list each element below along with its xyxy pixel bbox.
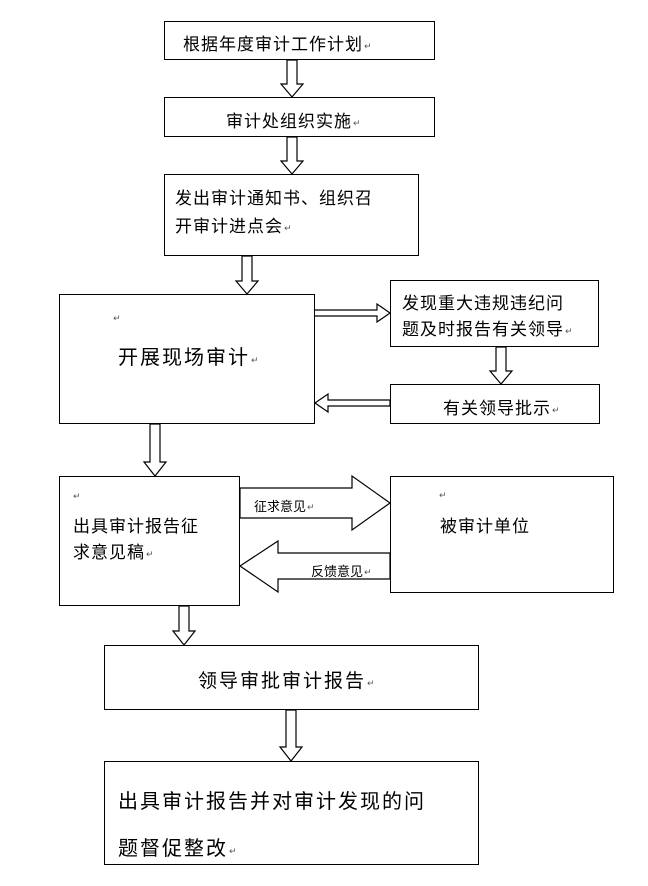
arrow-step2-to-step3 [279,136,305,175]
paragraph-mark: ↵ [73,492,81,502]
solicit-opinion-label: 征求意见↵ [254,500,315,515]
arrow-solicit-opinion [239,474,392,532]
step3-box [164,174,419,256]
arrow-feedback-opinion [238,539,391,594]
step2-box [164,97,435,137]
arrow-step4-to-report-issue [313,302,392,324]
step3-text-line1: 发出审计通知书、组织召 [175,189,373,209]
arrow-approval-to-final [278,709,304,762]
arrow-step4-to-draft [142,423,168,477]
step4-text: 开展现场审计↵ [118,345,259,369]
step2-text: 审计处组织实施↵ [226,112,361,132]
final-text-line2: 题督促整改↵ [118,836,237,860]
step1-box [164,21,435,60]
step1-text: 根据年度审计工作计划↵ [183,35,372,55]
report-issue-text-line1: 发现重大违规违纪问 [402,294,564,314]
report-issue-text-line2: 题及时报告有关领导↵ [402,320,573,340]
final-box [104,761,479,865]
arrow-instruction-to-step4 [313,392,391,414]
approval-box [104,645,479,710]
audited-unit-text: 被审计单位 [440,517,530,537]
draft-report-text-line2: 求意见稿↵ [73,543,154,563]
audited-unit-box [390,476,614,593]
report-issue-box [390,280,599,347]
arrow-step3-to-step4 [234,255,260,295]
arrow-report-issue-to-instruction [488,346,514,385]
draft-report-box [59,476,240,606]
draft-report-text-line1: 出具审计报告征 [73,517,199,537]
step3-text-line2: 开审计进点会↵ [175,217,292,237]
arrow-step1-to-step2 [279,59,305,98]
final-text-line1: 出具审计报告并对审计发现的问 [118,789,426,813]
feedback-opinion-label: 反馈意见↵ [311,565,372,580]
step4-box [59,294,315,424]
arrow-draft-to-approval [171,605,197,646]
paragraph-mark: ↵ [113,314,121,324]
approval-text: 领导审批审计报告↵ [198,670,375,692]
leader-instruction-text: 有关领导批示↵ [443,399,560,419]
leader-instruction-box [390,384,600,424]
paragraph-mark: ↵ [439,491,447,501]
